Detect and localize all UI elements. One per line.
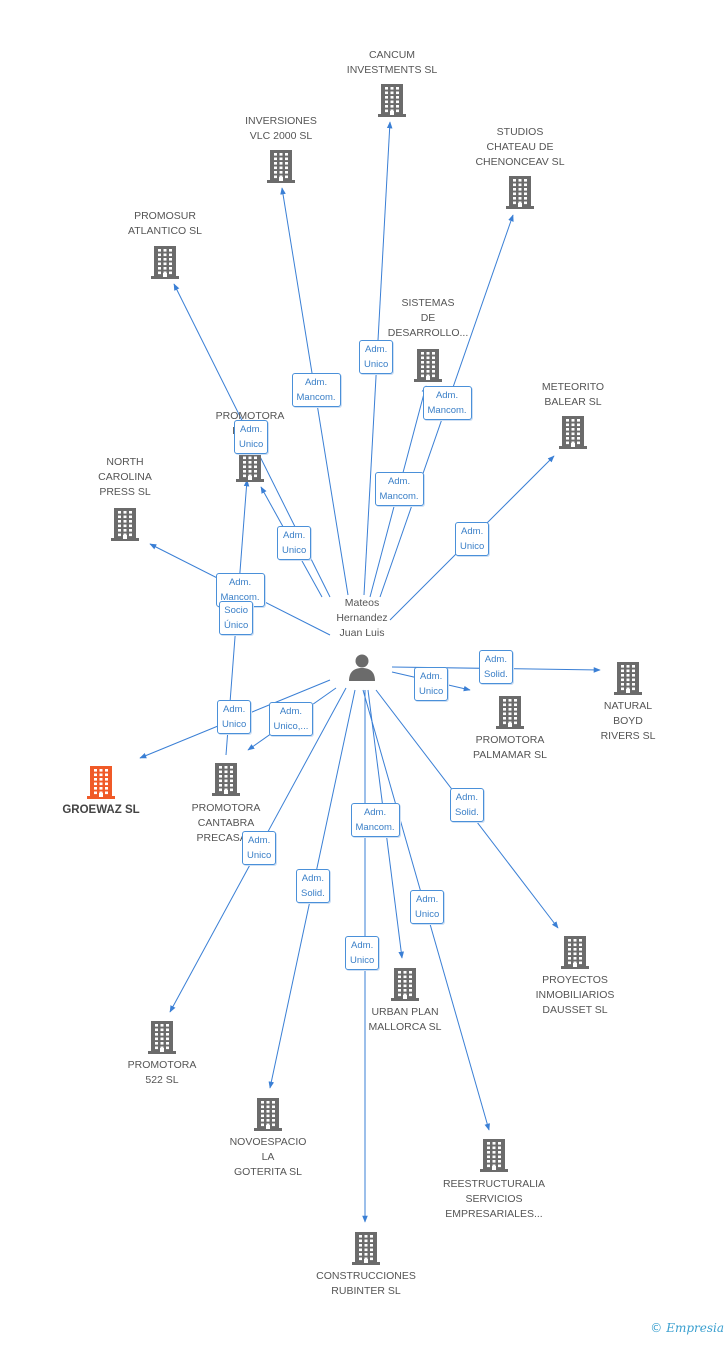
company-label[interactable]: PROMOTORA CANTABRA PRECASA... <box>191 802 261 844</box>
building-icon[interactable] <box>412 348 444 382</box>
role-label-meteorito: Adm. Unico <box>455 522 490 556</box>
role-label-novoespacio: Adm. Solid. <box>296 869 330 903</box>
role-label-promosur: Adm. Unico <box>234 420 269 454</box>
role-label-socio: Socio Único <box>219 601 254 635</box>
role-label-inversiones: Adm. Mancom. <box>291 373 341 407</box>
building-icon[interactable] <box>494 695 526 729</box>
role-label-groewaz: Adm. Unico <box>217 700 252 734</box>
building-icon[interactable] <box>376 83 408 117</box>
company-label[interactable]: NOVOESPACIO LA GOTERITA SL <box>229 1136 307 1178</box>
building-icon[interactable] <box>85 765 117 799</box>
company-label[interactable]: NATURAL BOYD RIVERS SL <box>600 700 656 742</box>
brand-name: Empresia <box>666 1321 724 1335</box>
company-label[interactable]: STUDIOS CHATEAU DE CHENONCEAV SL <box>475 126 565 168</box>
company-label[interactable]: GROEWAZ SL <box>62 804 140 816</box>
role-label-proyectos: Adm. Solid. <box>450 788 484 822</box>
building-icon[interactable] <box>146 1020 178 1054</box>
company-label[interactable]: INVERSIONES VLC 2000 SL <box>245 115 317 142</box>
role-label-construcciones: Adm. Unico <box>345 936 380 970</box>
company-label[interactable]: NORTH CAROLINA PRESS SL <box>98 456 152 498</box>
company-label[interactable]: METEORITO BALEAR SL <box>541 381 605 408</box>
building-icon[interactable] <box>149 245 181 279</box>
role-label-promotora-pe: Adm. Unico <box>277 526 312 560</box>
building-icon[interactable] <box>478 1138 510 1172</box>
role-label-urban: Adm. Mancom. <box>350 803 400 837</box>
brand-watermark: ©Empresia <box>650 1321 724 1335</box>
building-icon[interactable] <box>389 967 421 1001</box>
building-icon[interactable] <box>557 415 589 449</box>
building-icon[interactable] <box>265 149 297 183</box>
company-label[interactable]: URBAN PLAN MALLORCA SL <box>368 1006 442 1033</box>
building-icon[interactable] <box>350 1231 382 1265</box>
company-label[interactable]: REESTRUCTURALIA SERVICIOS EMPRESARIALES.… <box>442 1178 546 1220</box>
role-label-reestructuralia: Adm. Unico <box>410 890 445 924</box>
company-label[interactable]: PROMOSUR ATLANTICO SL <box>128 210 202 237</box>
building-icon[interactable] <box>210 762 242 796</box>
role-label-sistemas: Adm. Mancom. <box>374 472 424 506</box>
building-icon[interactable] <box>612 661 644 695</box>
company-label[interactable]: CANCUM INVESTMENTS SL <box>346 49 438 76</box>
company-label[interactable]: PROYECTOS INMOBILIARIOS DAUSSET SL <box>535 974 615 1016</box>
role-label-palmamar: Adm. Unico <box>414 667 449 701</box>
role-label-cantabra: Adm. Unico,... <box>268 702 314 736</box>
company-label[interactable]: PROMOTORA PALMAMAR SL <box>473 734 547 761</box>
building-icon[interactable] <box>109 507 141 541</box>
company-label[interactable]: PROMOTORA 522 SL <box>127 1059 197 1086</box>
role-label-cancum: Adm. Unico <box>359 340 394 374</box>
role-label-p522: Adm. Unico <box>242 831 277 865</box>
person-icon[interactable] <box>346 651 378 683</box>
role-label-studios: Adm. Mancom. <box>422 386 472 420</box>
role-label-natural: Adm. Solid. <box>479 650 513 684</box>
building-icon[interactable] <box>559 935 591 969</box>
building-icon[interactable] <box>252 1097 284 1131</box>
company-label[interactable]: CONSTRUCCIONES RUBINTER SL <box>316 1270 416 1297</box>
person-label[interactable]: Mateos Hernandez Juan Luis <box>336 597 388 639</box>
copyright-icon: © <box>650 1321 663 1335</box>
building-icon[interactable] <box>504 175 536 209</box>
company-label[interactable]: SISTEMAS DE DESARROLLO... <box>387 297 469 339</box>
building-icon[interactable] <box>234 448 266 482</box>
